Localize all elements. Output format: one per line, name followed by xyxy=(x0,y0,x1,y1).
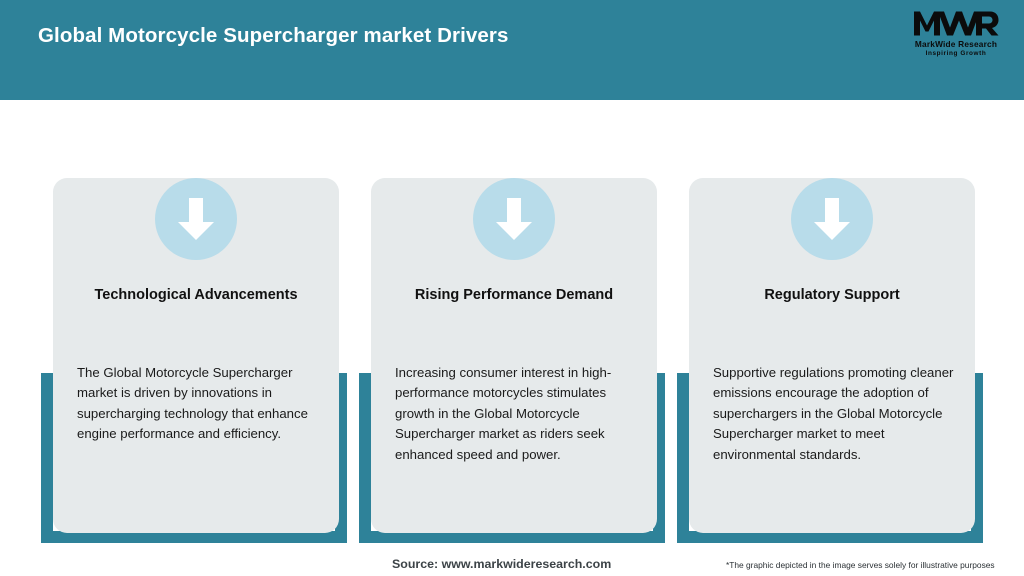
logo-tagline: Inspiring Growth xyxy=(925,50,987,57)
card-body-text: Increasing consumer interest in high-per… xyxy=(395,365,612,462)
disclaimer-label: *The graphic depicted in the image serve… xyxy=(726,560,995,570)
card-title: Technological Advancements xyxy=(94,287,298,303)
arrow-down-icon xyxy=(155,178,237,260)
driver-card[interactable]: Rising Performance Demand Increasing con… xyxy=(371,178,657,533)
driver-card[interactable]: Regulatory Support Supportive regulation… xyxy=(689,178,975,533)
header-banner: Global Motorcycle Supercharger market Dr… xyxy=(0,0,1024,100)
page-title: Global Motorcycle Supercharger market Dr… xyxy=(38,24,509,47)
source-label: Source: www.markwideresearch.com xyxy=(392,557,612,571)
mwr-logo-icon xyxy=(914,11,999,36)
card-body-text: The Global Motorcycle Supercharger marke… xyxy=(77,365,308,442)
card-title: Regulatory Support xyxy=(764,287,900,303)
card-title: Rising Performance Demand xyxy=(414,287,614,303)
card-body-text: Supportive regulations promoting cleaner… xyxy=(713,365,954,462)
arrow-down-icon xyxy=(473,178,555,260)
driver-card[interactable]: Technological Advancements The Global Mo… xyxy=(53,178,339,533)
arrow-down-icon xyxy=(791,178,873,260)
logo-company-name: MarkWide Research xyxy=(914,39,998,49)
company-logo: MarkWide Research Inspiring Growth xyxy=(904,8,1008,66)
